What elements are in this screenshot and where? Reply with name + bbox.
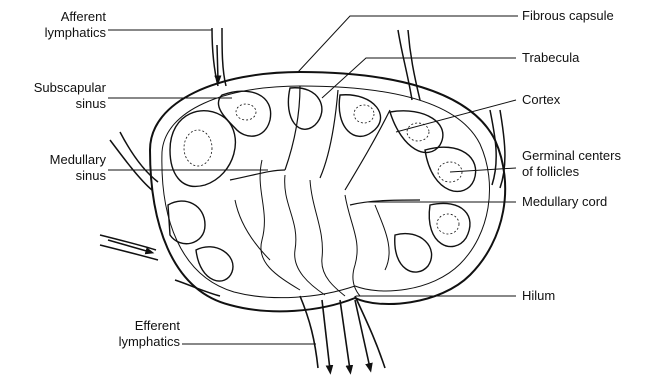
trabeculae	[230, 86, 420, 205]
trabecula	[345, 110, 390, 190]
trabecula	[230, 170, 285, 180]
medullary-cord	[345, 195, 360, 296]
hilum-edge	[300, 296, 318, 368]
follicles	[168, 88, 476, 281]
follicle	[170, 111, 235, 187]
follicle	[395, 234, 432, 273]
hilum-edge	[355, 296, 385, 368]
efferent-vessel	[322, 300, 330, 370]
afferent-vessel	[222, 28, 226, 86]
label-germinal-centers: Germinal centers of follicles	[522, 148, 621, 180]
germinal-center	[437, 214, 459, 234]
label-medullary-cord: Medullary cord	[522, 194, 607, 210]
label-medullary-sinus: Medullary sinus	[4, 152, 106, 184]
efferent-vessel	[355, 300, 370, 368]
label-hilum: Hilum	[522, 288, 555, 304]
leader-lines	[108, 16, 518, 344]
label-afferent-lymphatics: Afferent lymphatics	[4, 9, 106, 41]
afferent-vessel	[110, 140, 152, 190]
afferent-vessel	[398, 30, 412, 100]
label-subcapsular-sinus: Subscapular sinus	[4, 80, 106, 112]
follicle	[168, 201, 205, 244]
efferent-vessel	[340, 300, 350, 370]
afferent-vessel	[490, 110, 496, 185]
follicle	[429, 203, 470, 246]
leader-trabecula	[322, 58, 516, 98]
trabecula	[285, 86, 300, 170]
label-fibrous-capsule: Fibrous capsule	[522, 8, 614, 24]
afferent-vessels	[100, 28, 505, 296]
inner-cortex-outline	[162, 86, 490, 298]
germinal-center	[236, 104, 256, 120]
hilum-vessels	[300, 296, 385, 370]
trabecula	[320, 90, 338, 178]
afferent-arrow	[217, 45, 218, 80]
medullary-cord	[235, 200, 270, 260]
leader-germinal-centers	[450, 168, 516, 172]
label-cortex: Cortex	[522, 92, 560, 108]
follicle	[196, 247, 233, 281]
follicle	[425, 147, 476, 191]
medullary-cord	[310, 180, 345, 296]
medullary-cords	[235, 160, 389, 296]
leader-cortex	[396, 100, 516, 132]
medullary-cord	[375, 205, 389, 270]
follicle	[339, 95, 380, 137]
label-trabecula: Trabecula	[522, 50, 579, 66]
germinal-center	[184, 130, 212, 166]
lymph-node-body	[150, 72, 505, 311]
leader-fibrous-capsule	[298, 16, 518, 72]
label-efferent-lymphatics: Efferent lymphatics	[84, 318, 180, 350]
germinal-center	[354, 105, 374, 123]
medullary-cord	[285, 175, 325, 295]
afferent-vessel	[120, 132, 158, 182]
follicle	[288, 88, 322, 130]
